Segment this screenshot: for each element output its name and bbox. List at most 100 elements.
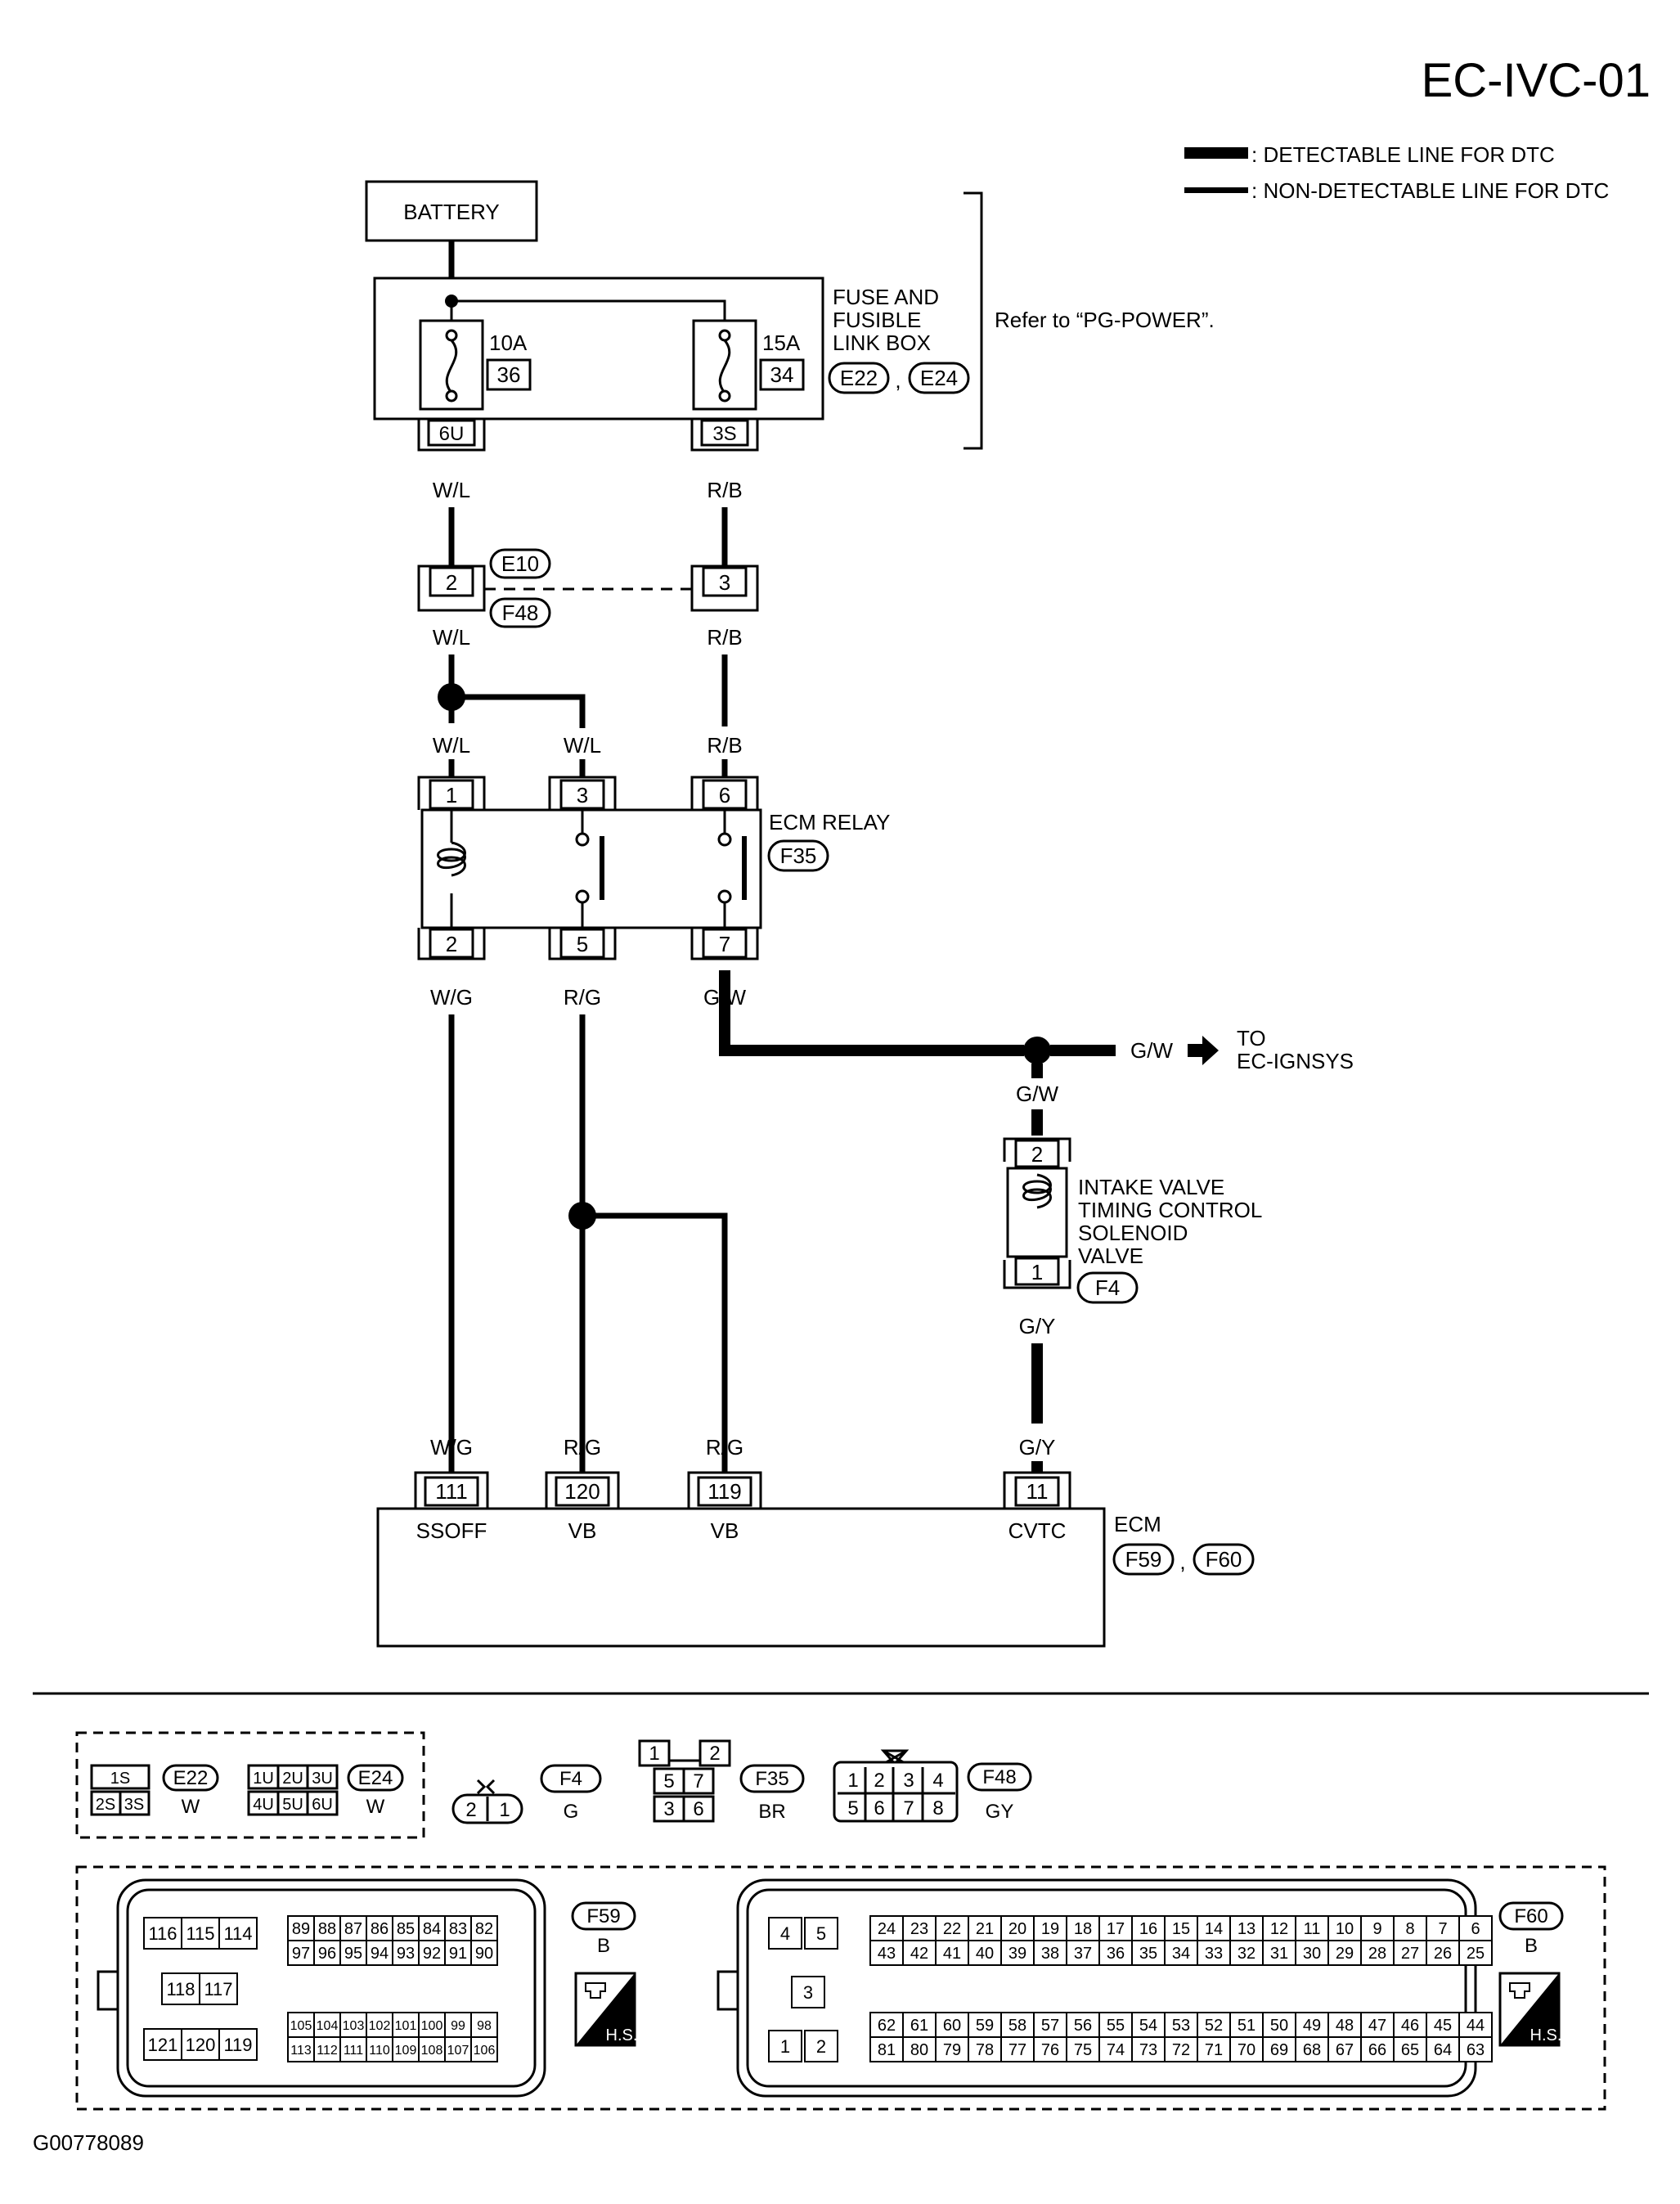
f60-pin-58: 58 [1008,2017,1026,2035]
f59-pin-87-cell [339,1915,367,1941]
f60-pin-27: 27 [1401,1945,1419,1963]
e24-pin-1u: 1U [253,1770,274,1788]
f59-pin-107: 107 [447,2044,469,2058]
f60-pin-74: 74 [1107,2041,1125,2059]
splice-rg [568,1202,596,1230]
f59-pin-94: 94 [371,1945,389,1963]
figure-id: G00778089 [33,2130,144,2155]
f48-pin-2: 2 [874,1770,884,1792]
f60-pin-48: 48 [1336,2017,1354,2035]
connector-badge-e24 [908,362,970,394]
relay-switch-1-top [575,832,590,847]
fuse-box-connectors-group [75,1731,425,1839]
e24-id: E24 [358,1767,393,1789]
f60-pin-52-cell [1197,2012,1231,2038]
solenoid-coil-icon [1022,1173,1052,1209]
solenoid-body [1006,1167,1068,1258]
f60-pin-16: 16 [1139,1920,1157,1938]
f60-pin-10: 10 [1336,1920,1354,1938]
connector-badge-e10 [489,548,551,579]
f60-connector-icon [1509,1982,1530,1999]
f59-pin-119-cell [218,2028,258,2061]
e24-pin-5u: 5U [282,1796,303,1814]
f60-pin-19: 19 [1041,1920,1059,1938]
f60-pin-57: 57 [1041,2017,1059,2035]
relay-pin-5: 5 [577,932,588,956]
ecm-relay-body [420,808,762,929]
solenoid-label-1: INTAKE VALVE [1078,1175,1224,1199]
f60-pin-28-cell [1360,1940,1395,1966]
f60-pin-47: 47 [1368,2017,1386,2035]
f60-pin-77: 77 [1008,2041,1026,2059]
relay-pin-3: 3 [577,783,588,807]
f60-pin-41: 41 [943,1945,961,1963]
f59-pin-113-cell [287,2036,315,2062]
e24-pin-3u: 3U [312,1770,333,1788]
f60-pin-22-cell [935,1915,969,1941]
relay-pin-6: 6 [719,783,730,807]
solenoid-label-2: TIMING CONTROL [1078,1198,1262,1222]
f60-pin-65-cell [1393,2036,1427,2062]
f60-pin-33: 33 [1205,1945,1223,1963]
wire-label-rb-1: R/B [707,478,742,502]
wire-label-wl-4: W/L [564,733,601,758]
f60-pin-2: 2 [816,2036,826,2057]
fuse-15a-holder [692,319,757,411]
f60-pin-15: 15 [1172,1920,1190,1938]
f60-pin-81: 81 [878,2041,896,2059]
ecm: 111 SSOFF 120 VB 119 VB 11 CVTC ECM F59 … [376,1471,1255,1648]
f60-pin-70-cell [1229,2036,1264,2062]
f60-pin-42: 42 [910,1945,928,1963]
ecm-pin-120: 120 [564,1479,600,1504]
ecm-label: ECM [1114,1512,1161,1536]
f60-pin-69: 69 [1270,2041,1288,2059]
non-detectable-line-swatch [1184,187,1248,193]
to-link-line-2: EC-IGNSYS [1237,1049,1354,1073]
f59-pin-121: 121 [148,2035,178,2055]
f60-pin-31-cell [1262,1940,1296,1966]
f60-pin-25-cell [1458,1940,1493,1966]
to-link-line-1: TO [1237,1026,1266,1050]
f48-pin-7: 7 [903,1797,914,1819]
fuse-10a-holder [419,319,484,411]
terminal-6u: 6U [417,419,486,452]
f59-pin-99: 99 [451,2019,465,2033]
f4-pin-2: 2 [465,1799,476,1821]
f60-pin-4: 4 [780,1923,790,1944]
f60-pin-59: 59 [976,2017,994,2035]
f60-pin-78: 78 [976,2041,994,2059]
e24-color: W [366,1796,385,1818]
fuse-box-label-2: FUSIBLE [833,308,921,332]
f60-pin-9-cell [1360,1915,1395,1941]
wire-gw-detectable [719,970,1024,1056]
f59-pin-120: 120 [186,2035,216,2055]
f48-id: F48 [982,1766,1016,1788]
ecm-wire-label-111: W/G [430,1435,473,1460]
relay-switch-2-bottom [717,889,732,904]
f60-pin-76-cell [1033,2036,1067,2062]
f60-pin-51: 51 [1238,2017,1256,2035]
fuse-10a-top-terminal [445,329,458,342]
f35-pin-6: 6 [693,1798,703,1820]
refer-note: Refer to “PG-POWER”. [995,308,1215,332]
f59-pin-84: 84 [423,1920,441,1938]
f60-pin-50: 50 [1270,2017,1288,2035]
terminal-3s: 3S [690,419,759,452]
ecm-connector-f60: F60 [1206,1547,1242,1572]
f60-pin-49: 49 [1303,2017,1321,2035]
wire-label-rb-3: R/B [707,733,742,758]
f48-pin-4: 4 [932,1770,943,1792]
ecm-wire-label-11: G/Y [1019,1435,1056,1460]
f59-pin-88: 88 [318,1920,336,1938]
wire-label-wl-2: W/L [433,625,470,650]
f59-pin-89: 89 [292,1920,310,1938]
f59-pin-95: 95 [344,1945,362,1963]
relay-coil-icon [437,841,466,877]
ecm-connector-f59: F59 [1125,1547,1162,1572]
f60-pin-53-cell [1164,2012,1198,2038]
wire-label-wl-1: W/L [433,478,470,502]
f59-pin-94-cell [366,1940,393,1966]
